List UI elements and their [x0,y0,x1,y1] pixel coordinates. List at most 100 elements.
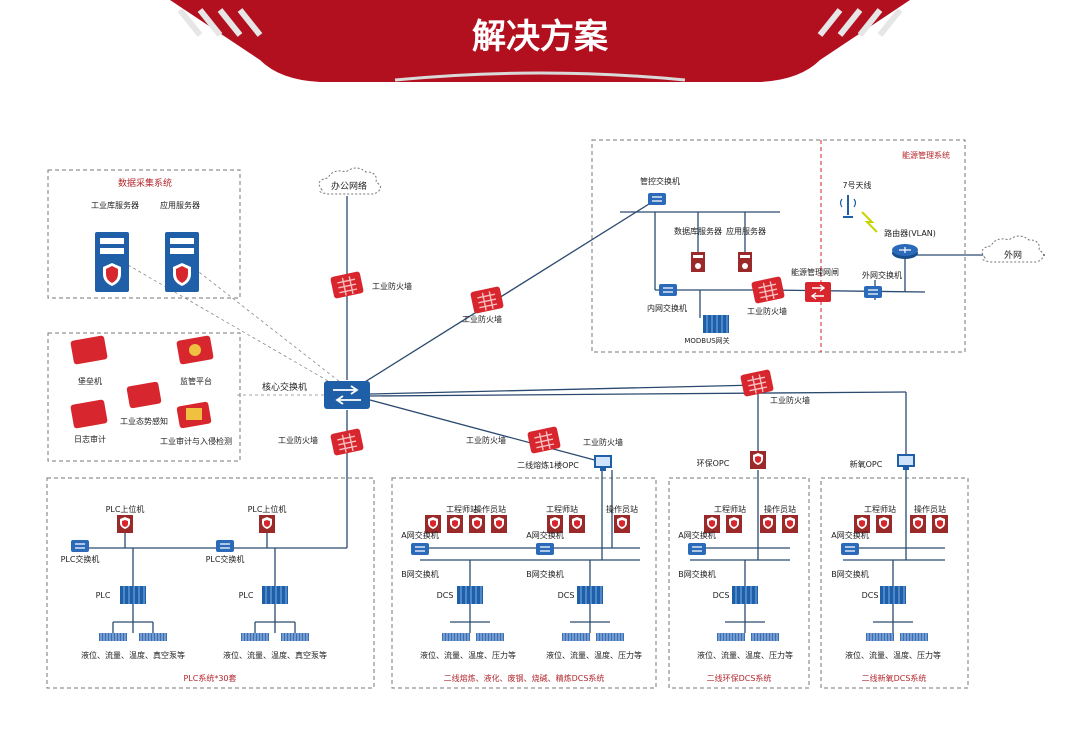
op-station-label-4: 操作员站 [914,504,946,514]
plc-switch-label-1: PLC交换机 [61,554,100,564]
station-icon [876,515,892,533]
eng-op-label-3: 工程师站 [714,504,746,514]
header-banner: 解决方案 [170,0,910,82]
plc-host-icon [259,515,275,533]
opc-pc-icon [897,454,915,470]
io-module-icon [865,632,895,642]
firewall-icon [329,270,365,300]
io-module-icon [240,632,270,642]
dcs-label-1: DCS [437,591,454,600]
station-icon [569,515,585,533]
a-switch-label-1: A网交换机 [401,530,438,540]
security-devices [70,335,214,429]
dcs-rack-icon [731,585,759,605]
b-switch-label-1: B网交换机 [401,569,439,579]
log-audit-label: 堡垒机 [78,376,102,386]
io-module-icon [441,632,471,642]
zone-dcs-3: 二线新氧DCS系统 [862,673,927,683]
dcs-label-2: DCS [558,591,575,600]
fw-label-5: 工业防火墙 [466,435,506,445]
plc-sensors-2: 液位、流量、温度、真空泵等 [223,650,327,660]
io-module-icon [899,632,929,642]
dcs-sensors-1: 液位、流量、温度、压力等 [420,650,516,660]
dcs-sensors-3: 液位、流量、温度、压力等 [697,650,793,660]
b-switch-label-4: B网交换机 [831,569,869,579]
dcs-sensors-2: 液位、流量、温度、压力等 [546,650,642,660]
zone-energy: 能源管理系统 [902,150,950,160]
station-icon [614,515,630,533]
server-icon [95,232,129,292]
switch-icon [863,285,883,299]
station-icon [491,515,507,533]
opc-pc-icon [594,455,612,471]
plc-rack-icon [261,585,289,605]
fw-label-7: 工业防火墙 [747,306,787,316]
fw-label-4: 工业防火墙 [278,435,318,445]
plc-host-icon [117,515,133,533]
switch-icon [840,542,860,556]
energy-gateway-icon [805,282,831,302]
zone-dcs-2: 二线环保DCS系统 [707,673,772,683]
a-switch-label-2: A网交换机 [526,530,563,540]
plc-label-2: PLC [239,591,254,600]
zone-plc: PLC系统*30套 [183,673,236,683]
opc-terminal-icon [750,451,766,469]
links [82,196,1045,633]
situation-label: 工业态势感知 [120,416,168,426]
router-label: 路由器(VLAN) [884,228,936,238]
fw-label-1: 工业防火墙 [372,281,412,291]
io-module-icon [98,632,128,642]
ids-label: 工业审计与入侵检测 [160,436,232,446]
station-icon [469,515,485,533]
station-icon [760,515,776,533]
server-icon [738,252,752,272]
station-icon [910,515,926,533]
opc3-label: 新氧OPC [850,459,883,469]
zone-data-collection: 数据采集系统 [118,177,172,189]
a-switch-label-4: A网交换机 [831,530,868,540]
db-server-label: 数据库服务器 [674,226,722,236]
fw-label-6: 工业防火墙 [583,437,623,447]
app-server-label: 应用服务器 [160,200,200,210]
switch-icon [410,542,430,556]
dcs-label-3: DCS [713,591,730,600]
router-icon [892,244,918,259]
dcs-rack-icon [456,585,484,605]
io-module-icon [750,632,780,642]
switch-icon [647,192,667,206]
opc2-label: 环保OPC [697,458,730,468]
firewall-icon [329,427,365,457]
wireless-antenna-icon [839,195,857,218]
intranet-switch-label: 内网交换机 [647,303,687,313]
io-module-icon [138,632,168,642]
zone-boxes [46,139,969,689]
energy-gw-label: 能源管理网闸 [791,267,839,277]
zone-dcs-1: 二线熔炼、液化、废钢、烧碱、精炼DCS系统 [444,673,605,683]
log-audit-2-label: 日志审计 [74,434,106,444]
switch-icon [658,283,678,297]
app-db-server-label: 工业库服务器 [91,200,139,210]
firewall-icon [469,285,505,315]
plc-sensors-1: 液位、流量、温度、真空泵等 [81,650,185,660]
eng-op-label-1: 工程师站 [446,504,478,514]
io-module-icon [595,632,625,642]
io-module-icon [716,632,746,642]
external-network-cloud: 外网 [981,235,1044,263]
plc-rack-icon [119,585,147,605]
server-icon [691,252,705,272]
switch-icon [215,539,235,553]
io-module-icon [280,632,310,642]
gateway-rack-icon [702,314,730,334]
opc1-label: 二线熔炼1楼OPC [517,460,579,470]
firewall-icon [750,275,786,305]
plc-label-1: PLC [96,591,111,600]
b-switch-label-3: B网交换机 [678,569,716,579]
core-switch-icon [324,381,370,409]
plc-host-label-1: PLC上位机 [106,504,145,514]
eng-op-label-4: 工程师站 [864,504,896,514]
station-icon [782,515,798,533]
switch-icon [70,539,90,553]
plc-switch-label-2: PLC交换机 [206,554,245,564]
fw-label-3: 工业防火墙 [770,395,810,405]
